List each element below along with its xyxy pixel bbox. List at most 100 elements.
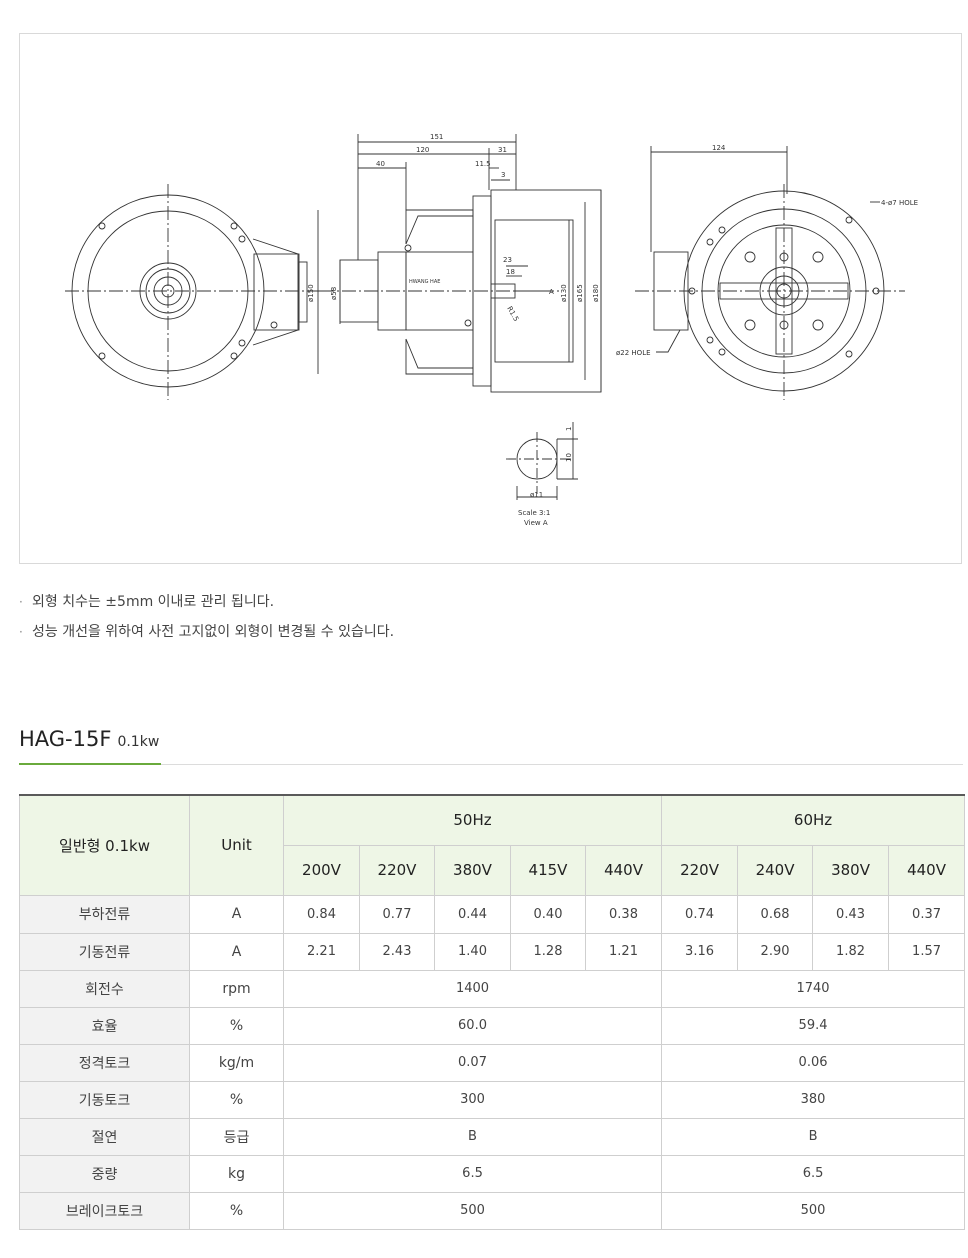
- view-a-detail: [506, 422, 578, 500]
- table-cell-60hz: 1740: [661, 969, 966, 1008]
- view-a-marker: A: [549, 288, 554, 296]
- view-label: View A: [524, 519, 548, 527]
- voltage-header: 240V: [737, 844, 814, 896]
- table-cell: 1.28: [510, 932, 586, 971]
- dim-phi180: ø180: [592, 284, 600, 302]
- note-text: 성능 개선을 위하여 사전 고지없이 외형이 변경될 수 있습니다.: [32, 624, 395, 640]
- voltage-header: 220V: [359, 844, 435, 896]
- model-power: 0.1kw: [117, 734, 160, 750]
- voltage-header: 220V: [661, 844, 739, 896]
- table-cell-60hz: B: [661, 1117, 966, 1156]
- dim-10: 10: [565, 453, 573, 462]
- scale-label: Scale 3:1: [518, 509, 550, 517]
- dim-phi11: ø11: [530, 491, 543, 499]
- table-row: 정격토크 kg/m 0.07 0.06: [19, 1043, 966, 1082]
- dim-1: 1: [565, 427, 573, 431]
- dim-3: 3: [501, 171, 505, 179]
- table-cell-50hz: 0.07: [282, 1043, 663, 1082]
- table-row: 기동전류 A 2.21 2.43 1.40 1.28 1.21 3.16 2.9…: [19, 932, 966, 971]
- dim-18: 18: [506, 268, 515, 276]
- hole-22-label: ø22 HOLE: [616, 349, 651, 357]
- table-cell-60hz: 380: [661, 1080, 966, 1119]
- row-unit: rpm: [189, 969, 284, 1008]
- table-cell-60hz: 0.06: [661, 1043, 966, 1082]
- row-label: 회전수: [19, 969, 190, 1008]
- technical-drawing: 151 120 31 40 11.5 3 23 18 ø150 ø58 ø130…: [19, 33, 962, 564]
- table-cell: 0.40: [510, 894, 586, 934]
- table-row: 브레이크토크 % 500 500: [19, 1191, 966, 1230]
- dim-phi165: ø165: [576, 284, 584, 302]
- dim-phi150: ø150: [307, 284, 315, 302]
- table-cell: 0.38: [584, 894, 663, 934]
- table-cell-50hz: 1400: [282, 969, 663, 1008]
- hole-4-label: 4-ø7 HOLE: [881, 199, 918, 207]
- table-cell-50hz: 6.5: [282, 1154, 663, 1193]
- row-label: 효율: [19, 1006, 190, 1045]
- row-unit: 등급: [189, 1117, 284, 1156]
- table-cell: 0.43: [812, 894, 890, 934]
- row-label: 브레이크토크: [19, 1191, 190, 1230]
- table-row: 기동토크 % 300 380: [19, 1080, 966, 1119]
- corner-header: 일반형 0.1kw: [19, 794, 190, 896]
- dim-phi58: ø58: [330, 287, 338, 300]
- voltage-header: 380V: [434, 844, 511, 896]
- row-label: 부하전류: [19, 894, 190, 934]
- notes-list: · 외형 치수는 ±5mm 이내로 관리 됩니다. · 성능 개선을 위하여 사…: [19, 590, 949, 650]
- voltage-header: 415V: [510, 844, 586, 896]
- table-cell: 0.74: [661, 894, 739, 934]
- table-cell: 0.44: [434, 894, 511, 934]
- dim-phi130: ø130: [560, 284, 568, 302]
- dim-120: 120: [416, 146, 429, 154]
- bullet-icon: ·: [19, 625, 23, 639]
- voltage-header: 440V: [584, 844, 663, 896]
- table-cell: 1.40: [434, 932, 511, 971]
- dim-151: 151: [430, 133, 443, 141]
- row-unit: A: [189, 894, 284, 934]
- table-cell: 1.57: [888, 932, 966, 971]
- table-cell: 0.37: [888, 894, 966, 934]
- note-item: · 외형 치수는 ±5mm 이내로 관리 됩니다.: [19, 590, 949, 620]
- table-row: 부하전류 A 0.84 0.77 0.44 0.40 0.38 0.74 0.6…: [19, 894, 966, 934]
- note-item: · 성능 개선을 위하여 사전 고지없이 외형이 변경될 수 있습니다.: [19, 620, 949, 650]
- table-cell-60hz: 500: [661, 1191, 966, 1230]
- table-cell-60hz: 59.4: [661, 1006, 966, 1045]
- table-cell-50hz: 500: [282, 1191, 663, 1230]
- row-label: 정격토크: [19, 1043, 190, 1082]
- row-unit: %: [189, 1006, 284, 1045]
- voltage-header: 200V: [283, 844, 360, 896]
- table-cell-60hz: 6.5: [661, 1154, 966, 1193]
- voltage-header: 380V: [812, 844, 890, 896]
- table-cell-50hz: B: [282, 1117, 663, 1156]
- row-label: 기동토크: [19, 1080, 190, 1119]
- front-view: [65, 184, 320, 400]
- row-unit: A: [189, 932, 284, 971]
- row-unit: kg/m: [189, 1043, 284, 1082]
- table-cell: 2.21: [283, 932, 360, 971]
- brand-plate: HWANG HAE: [409, 279, 440, 285]
- note-text: 외형 치수는 ±5mm 이내로 관리 됩니다.: [32, 594, 275, 610]
- table-cell: 1.82: [812, 932, 890, 971]
- bullet-icon: ·: [19, 595, 23, 609]
- table-cell: 1.21: [584, 932, 663, 971]
- dim-31: 31: [498, 146, 507, 154]
- row-unit: %: [189, 1080, 284, 1119]
- table-cell-50hz: 60.0: [282, 1006, 663, 1045]
- drawing-svg: 151 120 31 40 11.5 3 23 18 ø150 ø58 ø130…: [65, 133, 918, 527]
- dim-11-5: 11.5: [475, 160, 491, 168]
- table-row: 중량 kg 6.5 6.5: [19, 1154, 966, 1193]
- row-label: 중량: [19, 1154, 190, 1193]
- side-view: [317, 134, 602, 393]
- table-row: 효율 % 60.0 59.4: [19, 1006, 966, 1045]
- dim-124: 124: [712, 144, 726, 152]
- unit-header: Unit: [189, 794, 284, 896]
- table-cell: 2.90: [737, 932, 814, 971]
- row-unit: kg: [189, 1154, 284, 1193]
- table-cell: 2.43: [359, 932, 435, 971]
- table-cell: 0.68: [737, 894, 814, 934]
- row-unit: %: [189, 1191, 284, 1230]
- table-cell: 0.77: [359, 894, 435, 934]
- row-label: 절연: [19, 1117, 190, 1156]
- table-cell: 0.84: [283, 894, 360, 934]
